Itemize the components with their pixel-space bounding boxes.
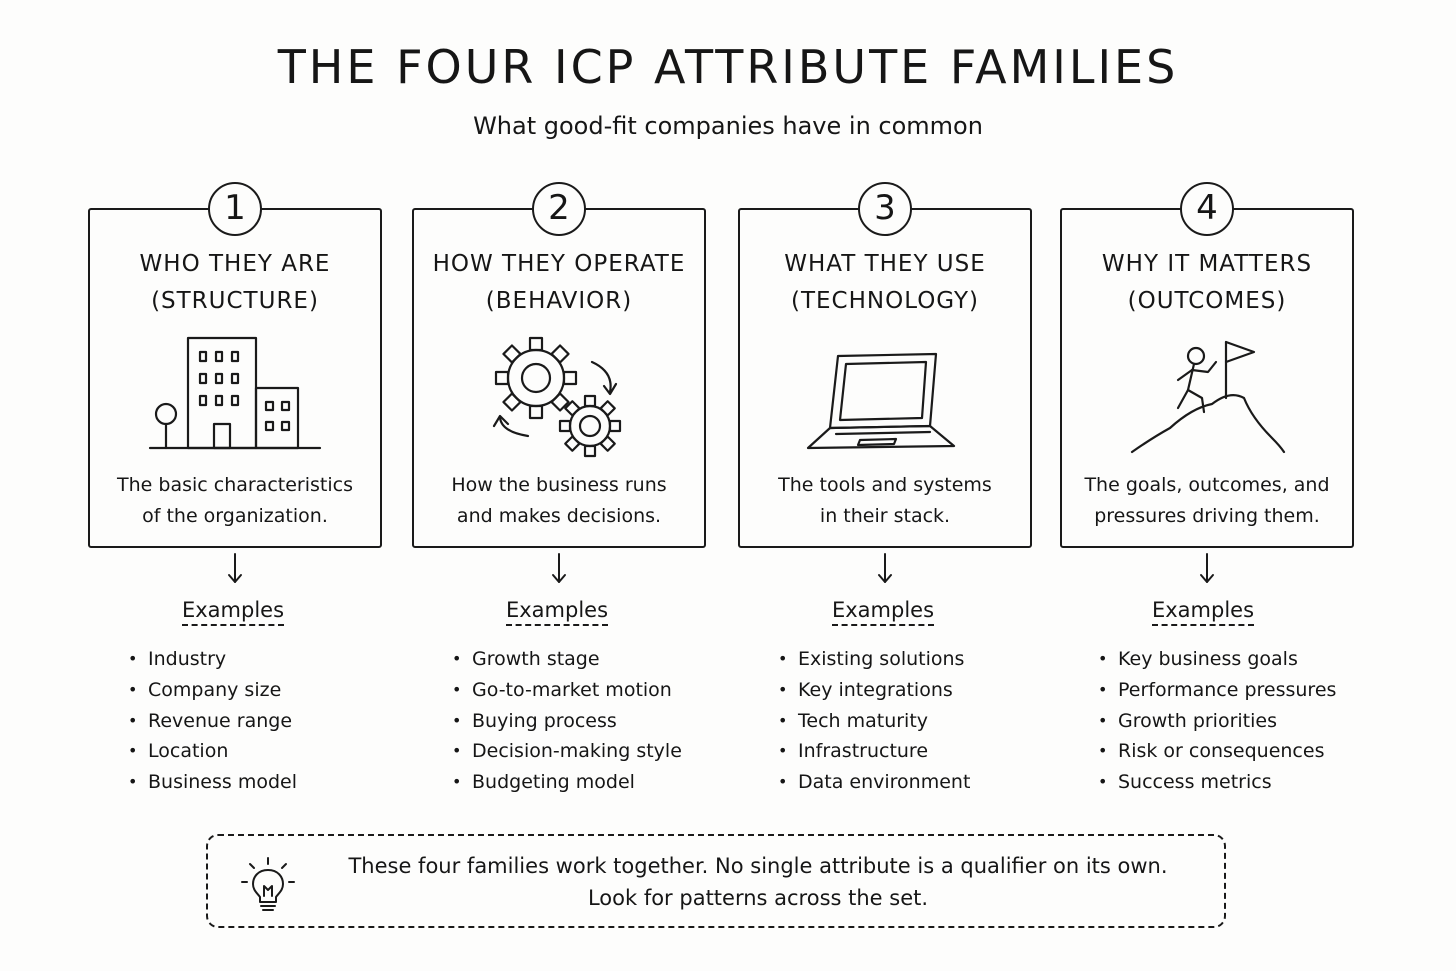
list-item: Key integrations: [778, 675, 1030, 706]
list-item: Budgeting model: [452, 767, 704, 798]
list-item: Location: [128, 736, 380, 767]
examples-heading: Examples: [1056, 598, 1350, 626]
card-description: The tools and systems in their stack.: [740, 470, 1030, 532]
list-item: Key business goals: [1098, 644, 1350, 675]
examples-list: Key business goals Performance pressures…: [1056, 644, 1350, 798]
note-box: These four families work together. No si…: [206, 834, 1226, 928]
examples-label: Examples: [181, 598, 285, 626]
examples-label: Examples: [831, 598, 935, 626]
card-desc-line: The basic characteristics: [117, 474, 353, 496]
down-arrow-icon: [1200, 553, 1214, 583]
card-title-line: WHAT THEY USE: [784, 251, 986, 277]
examples-heading: Examples: [736, 598, 1030, 626]
list-item: Existing solutions: [778, 644, 1030, 675]
down-arrow-icon: [228, 553, 242, 583]
examples-heading: Examples: [86, 598, 380, 626]
examples-structure: Examples Industry Company size Revenue r…: [86, 598, 380, 798]
card-title-line: WHO THEY ARE: [139, 251, 331, 277]
gears-icon: [492, 336, 622, 458]
laptop-icon: [806, 352, 956, 450]
card-title-subline: (STRUCTURE): [151, 288, 319, 314]
card-number: 3: [858, 182, 912, 236]
card-title-line: HOW THEY OPERATE: [432, 251, 686, 277]
lightbulb-icon: [241, 857, 295, 911]
mountain-flag-icon: [1130, 340, 1286, 454]
list-item: Growth priorities: [1098, 706, 1350, 737]
list-item: Infrastructure: [778, 736, 1030, 767]
card-desc-line: and makes decisions.: [456, 505, 662, 527]
list-item: Revenue range: [128, 706, 380, 737]
list-item: Tech maturity: [778, 706, 1030, 737]
list-item: Data environment: [778, 767, 1030, 798]
card-number: 4: [1180, 182, 1234, 236]
card-number: 1: [208, 182, 262, 236]
note-line: Look for patterns across the set.: [587, 886, 929, 910]
list-item: Company size: [128, 675, 380, 706]
examples-list: Existing solutions Key integrations Tech…: [736, 644, 1030, 798]
examples-list: Growth stage Go-to-market motion Buying …: [410, 644, 704, 798]
list-item: Success metrics: [1098, 767, 1350, 798]
down-arrow-icon: [878, 553, 892, 583]
card-desc-line: in their stack.: [819, 505, 951, 527]
card-title: WHY IT MATTERS (OUTCOMES): [1062, 246, 1352, 320]
card-desc-line: pressures driving them.: [1094, 505, 1320, 527]
page-subtitle: What good-fit companies have in common: [473, 112, 983, 140]
buildings-icon: [148, 336, 322, 450]
list-item: Decision-making style: [452, 736, 704, 767]
card-outcomes: 4 WHY IT MATTERS (OUTCOMES) The goals, o…: [1060, 182, 1354, 548]
list-item: Growth stage: [452, 644, 704, 675]
note-text: These four families work together. No si…: [308, 850, 1208, 914]
examples-list: Industry Company size Revenue range Loca…: [86, 644, 380, 798]
card-description: The basic characteristics of the organiz…: [90, 470, 380, 532]
card-title: HOW THEY OPERATE (BEHAVIOR): [414, 246, 704, 320]
card-description: How the business runs and makes decision…: [414, 470, 704, 532]
list-item: Buying process: [452, 706, 704, 737]
card-desc-line: of the organization.: [142, 505, 328, 527]
list-item: Performance pressures: [1098, 675, 1350, 706]
examples-label: Examples: [505, 598, 609, 626]
card-title-subline: (BEHAVIOR): [485, 288, 633, 314]
card-title: WHO THEY ARE (STRUCTURE): [90, 246, 380, 320]
down-arrow-icon: [552, 553, 566, 583]
card-behavior: 2 HOW THEY OPERATE (BEHAVIOR): [412, 182, 706, 548]
card-number: 2: [532, 182, 586, 236]
page-title: THE FOUR ICP ATTRIBUTE FAMILIES: [277, 40, 1179, 94]
card-desc-line: The goals, outcomes, and: [1084, 474, 1330, 496]
examples-heading: Examples: [410, 598, 704, 626]
card-desc-line: How the business runs: [451, 474, 667, 496]
examples-behavior: Examples Growth stage Go-to-market motio…: [410, 598, 704, 798]
list-item: Risk or consequences: [1098, 736, 1350, 767]
examples-label: Examples: [1151, 598, 1255, 626]
examples-outcomes: Examples Key business goals Performance …: [1056, 598, 1350, 798]
card-technology: 3 WHAT THEY USE (TECHNOLOGY) The tools a…: [738, 182, 1032, 548]
card-description: The goals, outcomes, and pressures drivi…: [1062, 470, 1352, 532]
list-item: Industry: [128, 644, 380, 675]
card-title-subline: (OUTCOMES): [1127, 288, 1287, 314]
card-desc-line: The tools and systems: [778, 474, 992, 496]
examples-technology: Examples Existing solutions Key integrat…: [736, 598, 1030, 798]
card-title-subline: (TECHNOLOGY): [790, 288, 979, 314]
list-item: Business model: [128, 767, 380, 798]
card-structure: 1 WHO THEY ARE (STRUCTURE) The basic cha…: [88, 182, 382, 548]
card-title-line: WHY IT MATTERS: [1101, 251, 1313, 277]
list-item: Go-to-market motion: [452, 675, 704, 706]
note-line: These four families work together. No si…: [348, 854, 1168, 878]
card-title: WHAT THEY USE (TECHNOLOGY): [740, 246, 1030, 320]
